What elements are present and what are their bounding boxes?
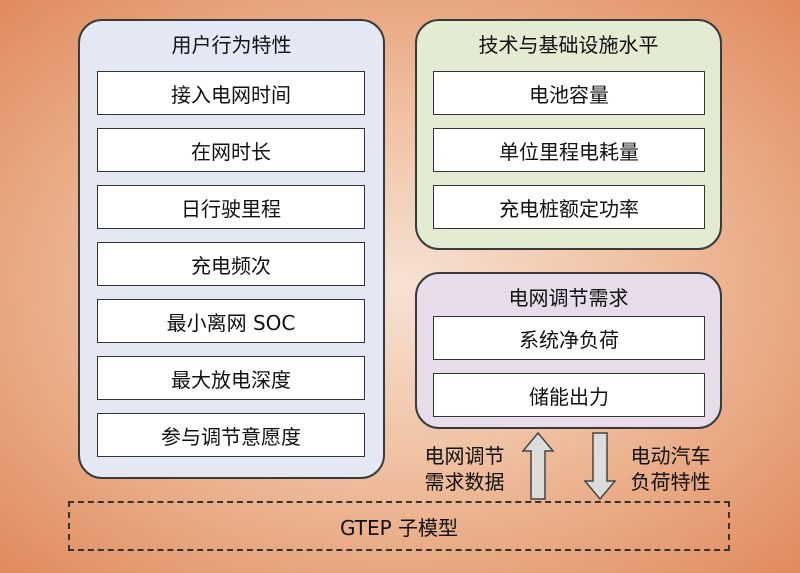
user-behavior-title: 用户行为特性 — [171, 33, 292, 57]
grid-item-net-load: 系统净负荷 — [433, 316, 705, 360]
grid-regulation-panel: 电网调节需求 系统净负荷 储能出力 — [415, 272, 722, 429]
tech-infrastructure-panel: 技术与基础设施水平 电池容量 单位里程电耗量 充电桩额定功率 — [415, 19, 722, 250]
user-item-max-discharge-depth: 最大放电深度 — [97, 356, 365, 400]
grid-regulation-title: 电网调节需求 — [508, 286, 629, 310]
user-item-online-duration: 在网时长 — [97, 128, 365, 172]
gtep-submodel-box: GTEP 子模型 — [68, 501, 730, 551]
down-arrow-label-line1: 电动汽车 — [630, 444, 711, 468]
up-arrow-label-line1: 电网调节 — [424, 444, 505, 468]
grid-item-storage-output: 储能出力 — [433, 373, 705, 417]
tech-item-energy-per-mileage: 单位里程电耗量 — [433, 128, 705, 172]
user-item-grid-connection-time: 接入电网时间 — [97, 71, 365, 115]
down-arrow-label-line2: 负荷特性 — [630, 470, 711, 494]
up-arrow-icon — [521, 431, 555, 500]
user-item-participation-willingness: 参与调节意愿度 — [97, 413, 365, 457]
tech-infrastructure-title: 技术与基础设施水平 — [478, 33, 659, 57]
user-item-daily-mileage: 日行驶里程 — [97, 185, 365, 229]
down-arrow-icon — [583, 432, 617, 501]
up-arrow-label: 电网调节 需求数据 — [412, 443, 517, 495]
user-item-charging-frequency: 充电频次 — [97, 242, 365, 286]
user-item-min-departure-soc: 最小离网 SOC — [97, 299, 365, 343]
up-arrow-label-line2: 需求数据 — [424, 470, 505, 494]
tech-item-battery-capacity: 电池容量 — [433, 71, 705, 115]
user-behavior-panel: 用户行为特性 接入电网时间 在网时长 日行驶里程 充电频次 最小离网 SOC 最… — [78, 19, 385, 479]
tech-item-charger-rated-power: 充电桩额定功率 — [433, 185, 705, 229]
down-arrow-label: 电动汽车 负荷特性 — [618, 443, 723, 495]
